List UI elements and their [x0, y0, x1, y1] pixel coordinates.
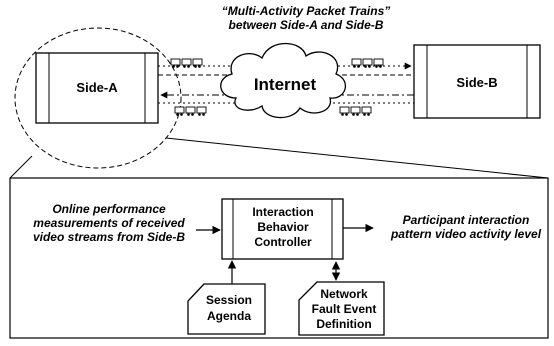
side-b-node: Side-B — [413, 44, 541, 119]
controller-label-line-2: Behavior — [257, 220, 309, 234]
zoom-line-left — [9, 155, 33, 179]
packet-train-icon — [174, 106, 207, 117]
agenda-label-line-1: Session — [206, 293, 252, 307]
input-measurements-label: Online performance measurements of recei… — [33, 202, 185, 244]
agenda-label-line-2: Agenda — [207, 309, 251, 323]
internet-label: Internet — [254, 75, 317, 94]
output-activity-label: Participant interaction pattern video ac… — [390, 213, 542, 241]
fault-label-line-2: Fault Event — [312, 302, 377, 316]
packet-train-icon — [339, 106, 372, 117]
side-a-node: Side-A — [35, 52, 159, 124]
packet-train-icon — [170, 58, 203, 69]
side-b-label: Side-B — [456, 75, 497, 90]
output-label-line-2: pattern video activity level — [390, 227, 542, 241]
diagram-caption-line-1: “Multi-Activity Packet Trains” — [222, 4, 391, 18]
input-label-line-3: video streams from Side-B — [33, 230, 185, 244]
zoom-line-right — [165, 137, 549, 179]
controller-label-line-3: Controller — [254, 235, 312, 249]
controller-label-line-1: Interaction — [252, 205, 313, 219]
diagram-caption-line-2: between Side-A and Side-B — [229, 18, 384, 32]
input-label-line-1: Online performance — [52, 202, 166, 216]
detail-frame — [9, 177, 549, 339]
network-fault-definition-node: Network Fault Event Definition — [298, 281, 385, 336]
output-label-line-1: Participant interaction — [403, 213, 530, 227]
side-a-label: Side-A — [76, 80, 118, 95]
input-label-line-2: measurements of received — [33, 216, 185, 230]
interaction-behavior-controller: Interaction Behavior Controller — [221, 198, 344, 260]
internet-cloud: Internet — [220, 43, 346, 119]
session-agenda-node: Session Agenda — [187, 283, 266, 335]
side-a-zoom-ellipse — [14, 27, 182, 169]
fault-label-line-3: Definition — [316, 317, 371, 331]
fault-label-line-1: Network — [320, 287, 368, 301]
